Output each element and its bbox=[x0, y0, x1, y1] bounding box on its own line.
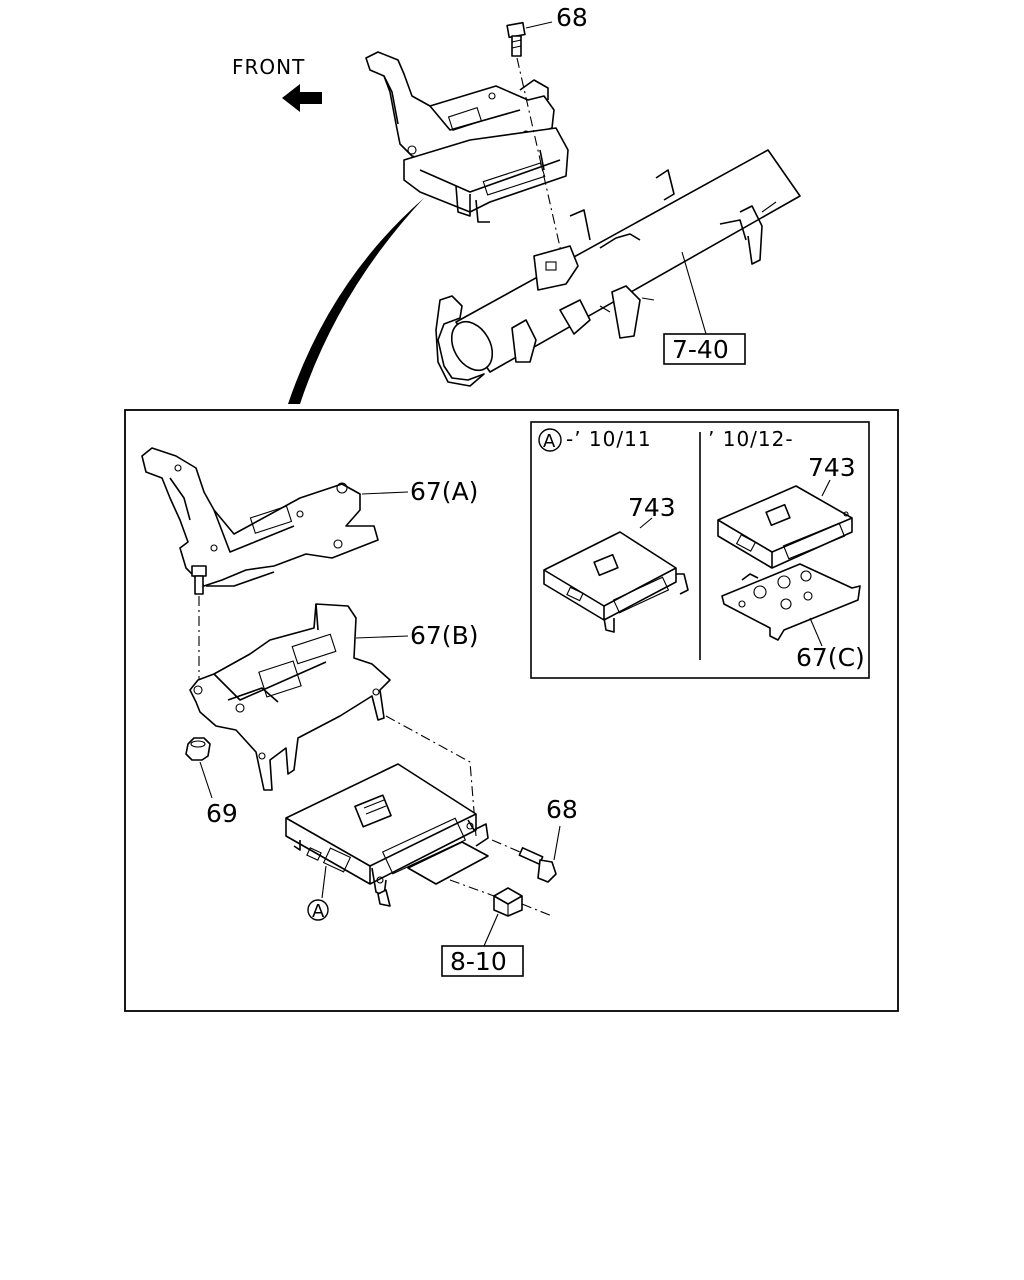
cross-car-beam bbox=[435, 149, 801, 387]
harness-connector-tab bbox=[407, 841, 489, 885]
bracket-67c bbox=[721, 563, 861, 641]
transition-arrow bbox=[288, 198, 424, 404]
label-67a: 67(A) bbox=[410, 477, 478, 506]
bolt-68-bottom bbox=[491, 839, 557, 883]
label-67c: 67(C) bbox=[796, 643, 865, 672]
ref-box-8-10 bbox=[441, 945, 524, 977]
label-68-bottom: 68 bbox=[546, 795, 578, 824]
ref-box-7-40 bbox=[663, 333, 746, 365]
bracket-bolt bbox=[191, 565, 207, 595]
label-8-10: 8-10 bbox=[450, 947, 507, 976]
bracket-67a bbox=[141, 447, 379, 587]
inset-marker-a: A bbox=[543, 431, 556, 452]
label-743-new: 743 bbox=[808, 453, 856, 482]
callout-a: A bbox=[312, 901, 325, 922]
overview-bracket-assembly bbox=[365, 51, 569, 223]
ecu-module bbox=[285, 763, 489, 907]
inset-left-range: -’ 10/11 bbox=[566, 427, 652, 451]
callout-a-circle bbox=[307, 899, 329, 921]
inset-marker-a-circle bbox=[538, 428, 562, 452]
label-7-40: 7-40 bbox=[672, 335, 729, 364]
label-68-top: 68 bbox=[556, 3, 588, 32]
label-67b: 67(B) bbox=[410, 621, 478, 650]
detail-frame bbox=[124, 409, 899, 1012]
variant-inset bbox=[530, 421, 870, 679]
label-69: 69 bbox=[206, 799, 238, 828]
bolt-68-top bbox=[506, 21, 553, 57]
front-arrow-icon bbox=[282, 84, 322, 112]
label-743-old: 743 bbox=[628, 493, 676, 522]
harness-plug bbox=[493, 887, 523, 917]
bracket-67b bbox=[189, 603, 391, 791]
ecu-743-old bbox=[543, 531, 689, 633]
inset-right-range: ’ 10/12- bbox=[708, 427, 794, 451]
ecu-743-new bbox=[717, 485, 853, 569]
front-label: FRONT bbox=[232, 55, 305, 79]
nut-69 bbox=[185, 737, 211, 761]
